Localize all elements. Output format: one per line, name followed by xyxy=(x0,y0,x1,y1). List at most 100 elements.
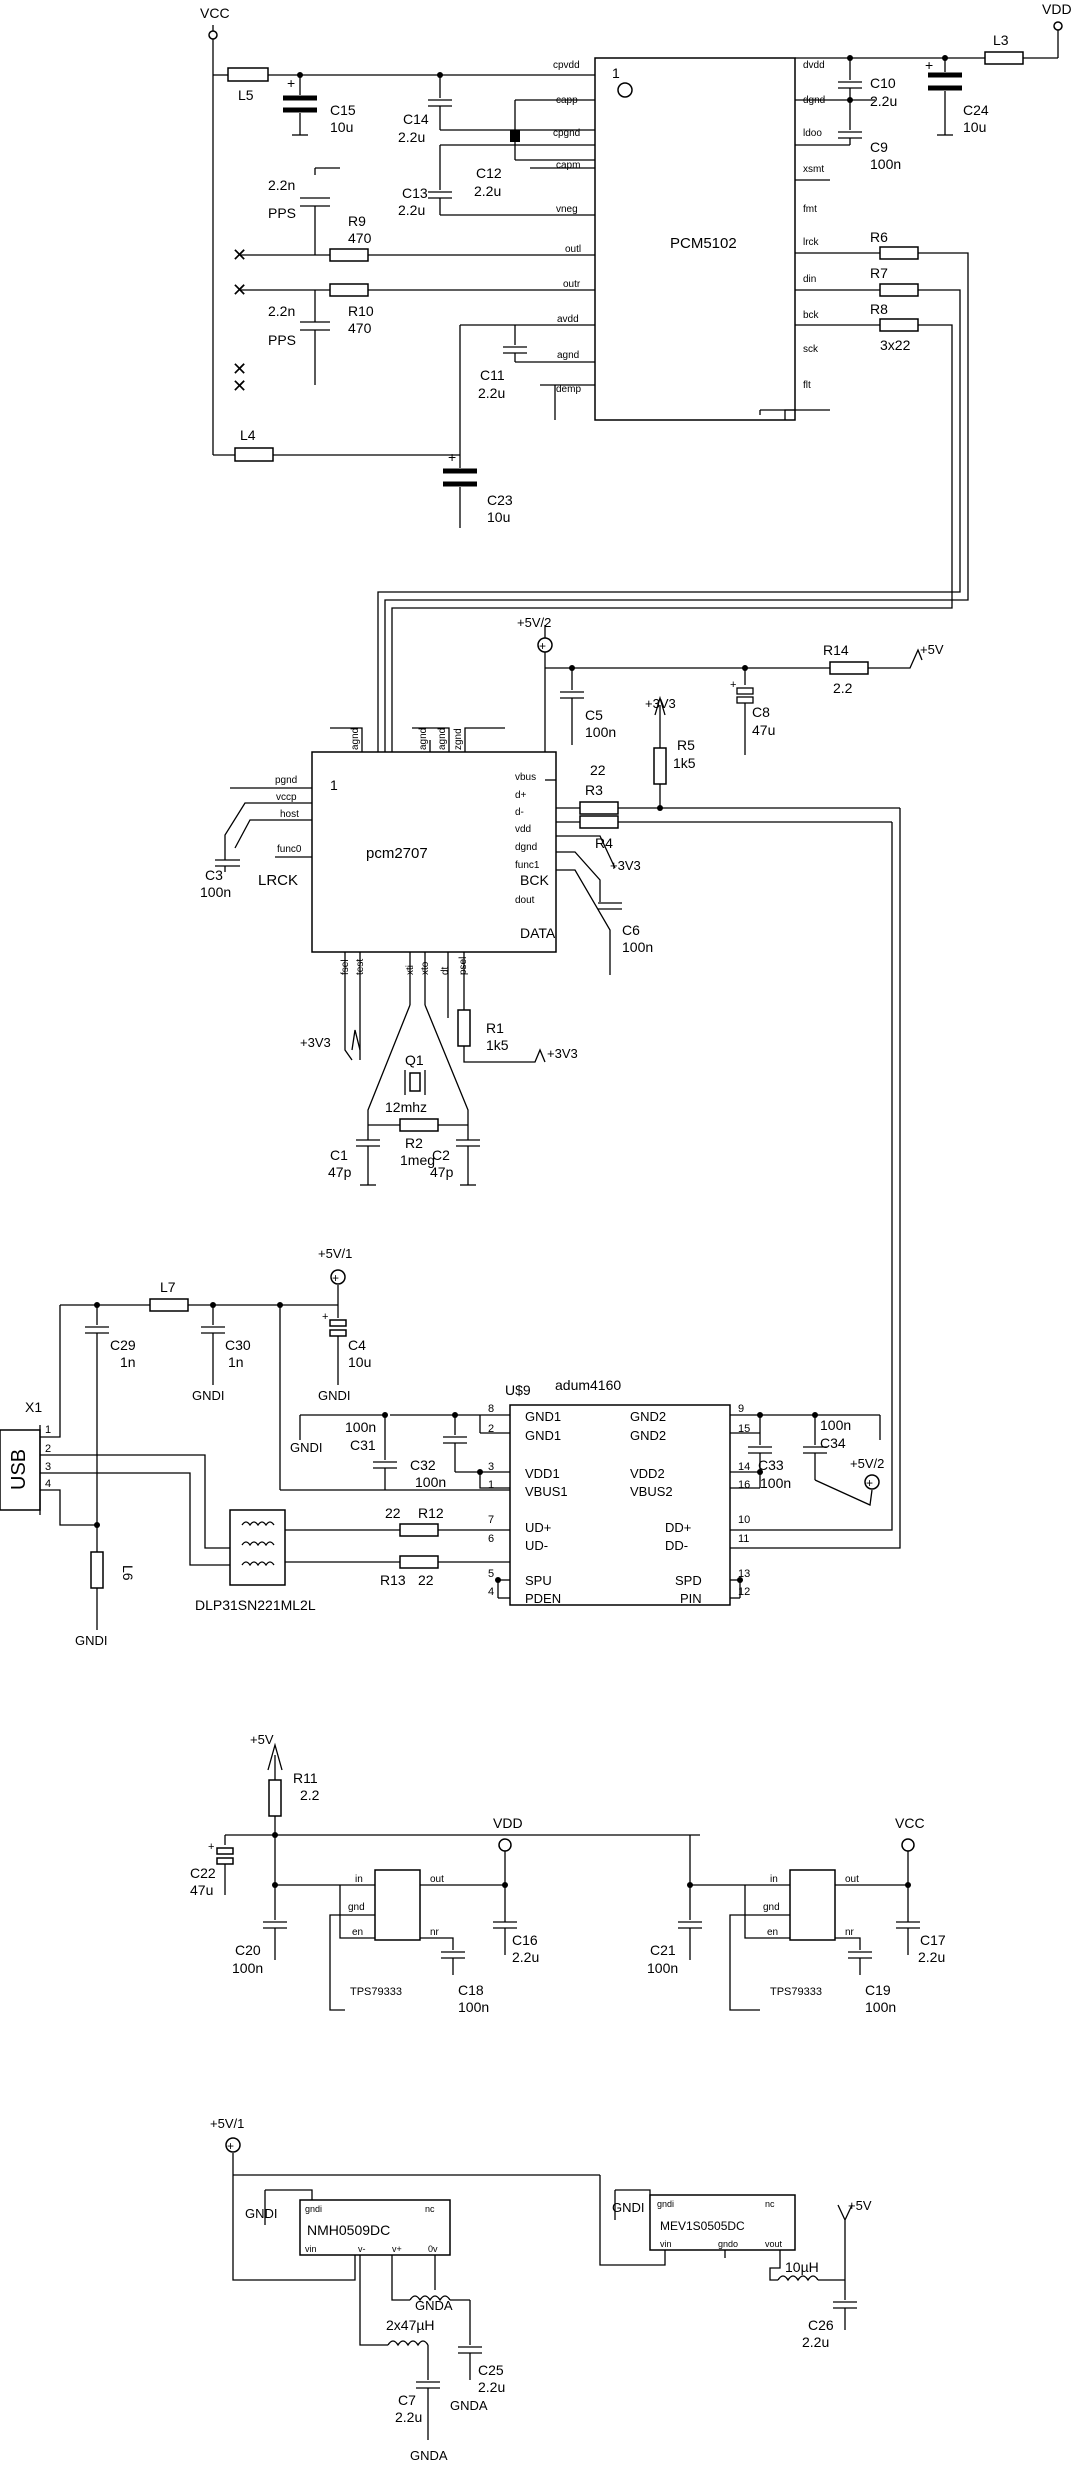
vcc-terminal xyxy=(208,30,218,40)
c17-value: 2.2u xyxy=(918,1949,945,1965)
svg-text:BCK: BCK xyxy=(520,872,549,888)
r1-resistor xyxy=(457,1009,471,1047)
p5v1-label: +5V/1 xyxy=(318,1246,352,1261)
c30-label: C30 xyxy=(225,1337,251,1353)
c7-label: C7 xyxy=(398,2392,416,2408)
r2-value: 1meg xyxy=(400,1152,435,1168)
svg-text:vdd: vdd xyxy=(515,824,531,835)
svg-text:+: + xyxy=(227,2139,234,2153)
p5v1-terminal xyxy=(330,1269,346,1285)
r12-resistor xyxy=(399,1523,439,1537)
svg-text:nc: nc xyxy=(765,2199,775,2209)
c23-value: 10u xyxy=(487,509,510,525)
l7-label: L7 xyxy=(160,1279,176,1295)
svg-text:PDEN: PDEN xyxy=(525,1591,561,1606)
svg-text:zgnd: zgnd xyxy=(453,728,464,750)
c5-value: 100n xyxy=(585,724,616,740)
svg-text:cpgnd: cpgnd xyxy=(553,128,580,139)
l3-label: L3 xyxy=(993,32,1009,48)
svg-text:nr: nr xyxy=(845,1927,855,1938)
r6-label: R6 xyxy=(870,229,888,245)
svg-text:lrck: lrck xyxy=(803,237,820,248)
svg-text:3: 3 xyxy=(488,1461,494,1473)
c21-value: 100n xyxy=(647,1960,678,1976)
c17-label: C17 xyxy=(920,1932,946,1948)
svg-text:5: 5 xyxy=(488,1568,494,1580)
svg-text:capp: capp xyxy=(556,95,578,106)
p5v-reg-label: +5V xyxy=(250,1732,274,1747)
r3-resistor xyxy=(579,801,619,815)
r3-label: R3 xyxy=(585,782,603,798)
svg-text:gnd: gnd xyxy=(348,1902,365,1913)
svg-text:vbus: vbus xyxy=(515,772,536,783)
svg-text:✕: ✕ xyxy=(232,376,247,396)
c10-value: 2.2u xyxy=(870,93,897,109)
svg-text:16: 16 xyxy=(738,1479,750,1491)
svg-text:GND1: GND1 xyxy=(525,1428,561,1443)
svg-text:GND1: GND1 xyxy=(525,1409,561,1424)
gndi-l6-label: GNDI xyxy=(75,1633,108,1648)
r11-value: 2.2 xyxy=(300,1787,320,1803)
svg-text:out: out xyxy=(845,1874,859,1885)
c20-label: C20 xyxy=(235,1942,261,1958)
c6-value: 100n xyxy=(622,939,653,955)
svg-text:xsmt: xsmt xyxy=(803,164,824,175)
svg-text:VDD2: VDD2 xyxy=(630,1466,665,1481)
svg-text:DATA: DATA xyxy=(520,925,556,941)
r9-resistor xyxy=(329,248,369,262)
svg-text:9: 9 xyxy=(738,1403,744,1415)
svg-text:gnd: gnd xyxy=(763,1902,780,1913)
l4-label: L4 xyxy=(240,427,256,443)
svg-text:1: 1 xyxy=(45,1424,51,1436)
mev-chip xyxy=(649,2194,796,2251)
c33-label: C33 xyxy=(758,1457,784,1473)
vcc-reg-terminal xyxy=(901,1838,915,1852)
pps-a-label: PPS xyxy=(268,205,296,221)
p5v2-label: +5V/2 xyxy=(517,615,551,630)
r4-label: R4 xyxy=(595,835,613,851)
vcc-reg-label: VCC xyxy=(895,1815,925,1831)
pcm5102-pins-right: dvdd dgnd ldoo xsmt fmt lrck din bck sck… xyxy=(803,60,825,391)
svg-text:vneg: vneg xyxy=(556,204,578,215)
l8-label: 2x47µH xyxy=(386,2317,435,2333)
r3-label-top: 22 xyxy=(590,762,606,778)
svg-text:DD+: DD+ xyxy=(665,1520,691,1535)
r1-value: 1k5 xyxy=(486,1037,509,1053)
c34-label: C34 xyxy=(820,1435,846,1451)
c2-label: C2 xyxy=(432,1147,450,1163)
dlp-filter xyxy=(229,1509,286,1586)
svg-text:agnd: agnd xyxy=(350,728,361,750)
r1-label: R1 xyxy=(486,1020,504,1036)
c29-value: 1n xyxy=(120,1354,136,1370)
svg-text:2: 2 xyxy=(488,1423,494,1435)
svg-text:+: + xyxy=(925,57,933,73)
r6-resistor xyxy=(879,246,919,260)
p5v2-adum-label: +5V/2 xyxy=(850,1456,884,1471)
p5v1-dcdc-label: +5V/1 xyxy=(210,2116,244,2131)
svg-text:SPU: SPU xyxy=(525,1573,552,1588)
c4-value: 10u xyxy=(348,1354,371,1370)
svg-text:4: 4 xyxy=(45,1478,51,1490)
r13-label: R13 xyxy=(380,1572,406,1588)
svg-text:vccp: vccp xyxy=(276,792,297,803)
vdd-reg-terminal xyxy=(498,1838,512,1852)
r2-resistor xyxy=(399,1118,439,1132)
c32-value: 100n xyxy=(415,1474,446,1490)
vdd-terminal xyxy=(1053,21,1063,31)
svg-text:dvdd: dvdd xyxy=(803,60,825,71)
c9-label: C9 xyxy=(870,139,888,155)
svg-text:in: in xyxy=(355,1874,363,1885)
c2-value: 47p xyxy=(430,1164,454,1180)
svg-text:1: 1 xyxy=(488,1479,494,1491)
pcm2707-name: pcm2707 xyxy=(366,845,428,862)
p5v-mev-label: +5V xyxy=(848,2198,872,2213)
adum4160-chip xyxy=(509,1404,731,1606)
svg-text:11: 11 xyxy=(738,1533,749,1545)
svg-text:cpvdd: cpvdd xyxy=(553,60,580,71)
r14-value: 2.2 xyxy=(833,680,853,696)
svg-text:bck: bck xyxy=(803,310,820,321)
svg-text:flt: flt xyxy=(803,380,811,391)
c25-value: 2.2u xyxy=(478,2379,505,2395)
c18-label: C18 xyxy=(458,1982,484,1998)
cap-2n2-a-label: 2.2n xyxy=(268,177,295,193)
